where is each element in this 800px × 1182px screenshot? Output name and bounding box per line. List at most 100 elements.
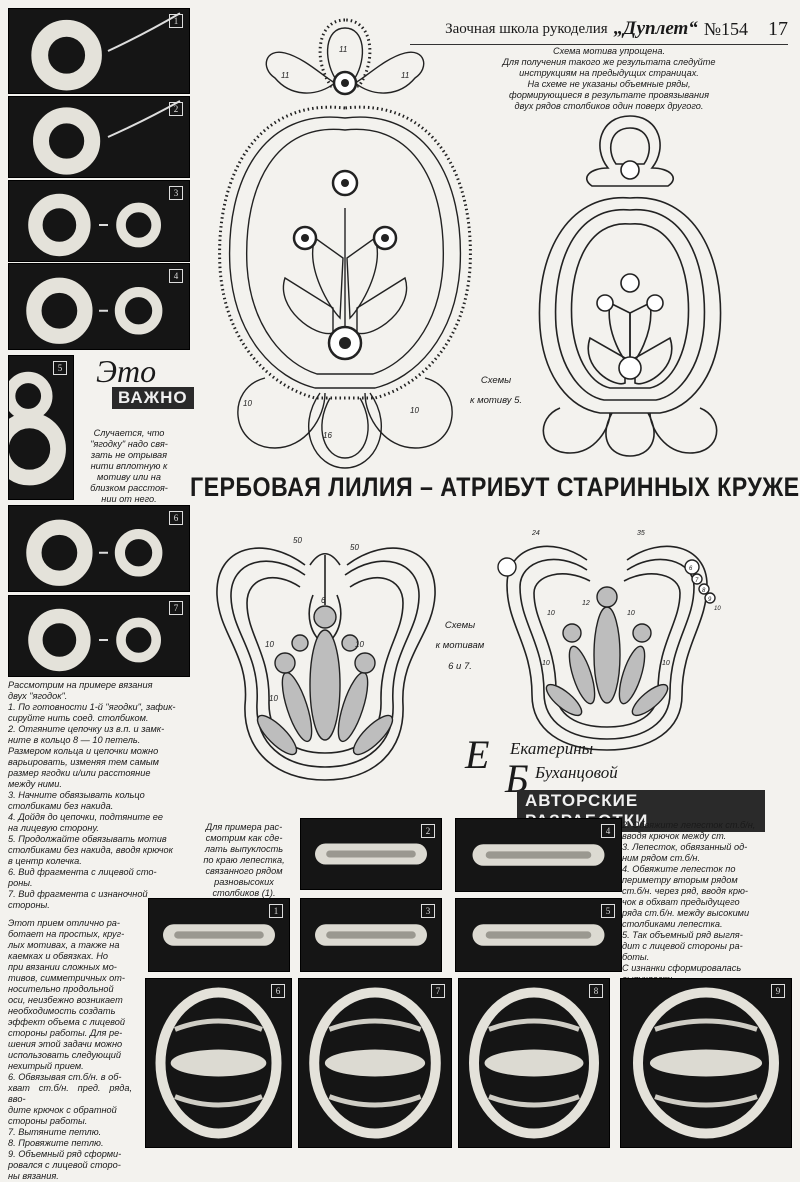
diagram-label: 11	[401, 71, 409, 80]
left-text-line: столбиками без накида, вводя крючок	[8, 845, 174, 855]
header-brand: „Дуплет“	[613, 18, 698, 39]
crochet-step-photo: 8	[458, 978, 610, 1148]
middle-text-line: лать выпуклость	[204, 844, 284, 854]
right-text: 2. Обвяжите лепесток ст.б/н,вводя крючок…	[622, 820, 794, 985]
diagram-label: 7	[695, 578, 699, 584]
right-text-line: вводя крючок между ст.	[622, 831, 727, 841]
left-text-line: стороны работы. Для ре-	[8, 1028, 123, 1038]
step-number: 2	[421, 824, 435, 838]
left-text-2: Этот прием отлично ра-ботает на простых,…	[8, 918, 132, 1182]
important-bar: ВАЖНО	[112, 387, 194, 409]
right-text-line: чок в обхват предыдущего	[622, 897, 740, 907]
left-text-line: ните в кольцо 8 — 10 петель.	[8, 735, 141, 745]
diagram-label: 10	[542, 660, 550, 667]
page-header: Заочная школа рукоделия „Дуплет“ №154 17	[410, 14, 788, 45]
left-text-line: 1. По готовности 1-й "ягодки", зафик-	[8, 702, 176, 712]
important-text-line: нии от него.	[101, 494, 157, 504]
right-text-line: 2. Обвяжите лепесток ст.б/н,	[622, 820, 756, 830]
crochet-step-photo: 6	[8, 505, 190, 592]
left-text-line: роны.	[8, 878, 33, 888]
important-text-line: зать не отрывая	[90, 450, 168, 460]
left-text-line: 9. Объемный ряд сформи-	[8, 1149, 122, 1159]
left-text-line: необходимость создать	[8, 1006, 116, 1016]
left-text-line: размер ягодки и/или расстояние	[8, 768, 151, 778]
crochet-step-photo: 3	[300, 898, 442, 972]
left-text-line: Размером кольца и цепочки можно	[8, 746, 159, 756]
important-text-line: Случается, что	[93, 428, 165, 438]
left-text-line: 7. Вид фрагмента с изнаночной	[8, 889, 148, 899]
left-text-line: Рассмотрим на примере вязания	[8, 680, 153, 690]
left-text-line: ны вязания.	[8, 1171, 59, 1181]
left-text-line: двух "ягодок".	[8, 691, 68, 701]
left-text-line: между ними.	[8, 779, 62, 789]
header-issue: №154	[703, 18, 748, 39]
crochet-step-photo: 2	[8, 96, 190, 178]
diagram-label: 11	[339, 45, 347, 54]
right-text-line: ряда ст.б/н. между высокими	[622, 908, 750, 918]
step-number: 4	[601, 824, 615, 838]
right-text-line: ст.б/н. через ряд, вводя крю-	[622, 886, 748, 896]
important-text-line: нити вплотную к	[90, 461, 168, 471]
left-text-line: Этот прием отлично ра-	[8, 918, 120, 928]
diagram-label: 16	[323, 431, 332, 440]
crochet-step-photo: 2	[300, 818, 442, 890]
left-text-line: оси, неизбежно возникает	[8, 995, 123, 1005]
left-text-line: стороны работы.	[8, 1116, 88, 1126]
scheme-note-line: формирующиеся в результате провязывания	[508, 90, 710, 100]
left-text-line: эффект объема с лицевой	[8, 1017, 125, 1027]
left-text-line: ровался с лицевой сторо-	[8, 1160, 121, 1170]
scheme-note: Схема мотива упрощена.Для получения тако…	[478, 46, 740, 112]
scheme-note-line: На схеме не указаны объемные ряды,	[527, 79, 691, 89]
header-school: Заочная школа рукоделия	[445, 20, 608, 37]
crochet-step-photo: 9	[620, 978, 792, 1148]
left-text-line: 3. Начните обвязывать кольцо	[8, 790, 145, 800]
diagram-label: 10	[355, 640, 364, 649]
crochet-step-photo: 3	[8, 180, 190, 262]
left-text-line: лых мотивах, а также на	[8, 940, 120, 950]
right-text-line: 3. Лепесток, обвязанный од-	[622, 842, 748, 852]
motif7-diagram: 24 35 12 10 10 10 10 6 7 8 9 10	[497, 530, 721, 751]
caption-line: 6 и 7.	[448, 660, 472, 672]
crochet-step-photo: 6	[145, 978, 292, 1148]
step-number: 7	[431, 984, 445, 998]
author-block: E Екатерины Б Буханцовой АВТОРСКИЕ РАЗРА…	[465, 735, 765, 832]
motif6-diagram: 50 50 6 10 10 10	[216, 536, 436, 781]
diagram-label: 24	[531, 530, 540, 537]
diagram-label: 8	[702, 588, 706, 594]
left-text-line: шения этой задачи можно	[8, 1039, 123, 1049]
left-text-line: 6. Обвязывая ст.б/н. в об-	[8, 1072, 122, 1082]
left-text-line: на лицевую сторону.	[8, 823, 99, 833]
middle-text-line: столбиков (1).	[212, 888, 276, 898]
step-number: 4	[169, 269, 183, 283]
left-text-line: тивов, симметричных от-	[8, 973, 125, 983]
important-text: Случается, что"ягодку" надо свя-зать не …	[70, 428, 188, 505]
diagram-label: 50	[293, 536, 302, 545]
crochet-step-photo: 1	[8, 8, 190, 94]
crochet-step-photo: 7	[8, 595, 190, 677]
crochet-step-photo: 5	[455, 898, 622, 972]
left-text-line: 8. Провяжите петлю.	[8, 1138, 104, 1148]
motif5-simplified-diagram	[538, 115, 722, 457]
step-number: 2	[169, 102, 183, 116]
caption-line: Схемы	[480, 374, 512, 386]
step-number: 1	[169, 14, 183, 28]
diagram-label: 35	[637, 530, 645, 537]
left-text-line: в центр колечка.	[8, 856, 82, 866]
left-text-line: стороны.	[8, 900, 50, 910]
diagram-label: 10	[627, 610, 635, 617]
diagram-label: 50	[350, 543, 359, 552]
caption-line: Схемы	[444, 619, 476, 631]
diagram-label: 10	[547, 610, 555, 617]
crochet-step-photo: 7	[298, 978, 452, 1148]
step-number: 1	[269, 904, 283, 918]
diagram-label: 11	[281, 71, 289, 80]
left-text-line: ботает на простых, круг-	[8, 929, 125, 939]
right-text-line: С изнанки сформировалась	[622, 963, 742, 973]
diagram-label: 10	[662, 660, 670, 667]
important-text-line: близком расстоя-	[90, 483, 168, 493]
left-text-line: носительно продольной	[8, 984, 114, 994]
middle-text-line: разновысоких	[214, 877, 274, 887]
step-number: 6	[169, 511, 183, 525]
